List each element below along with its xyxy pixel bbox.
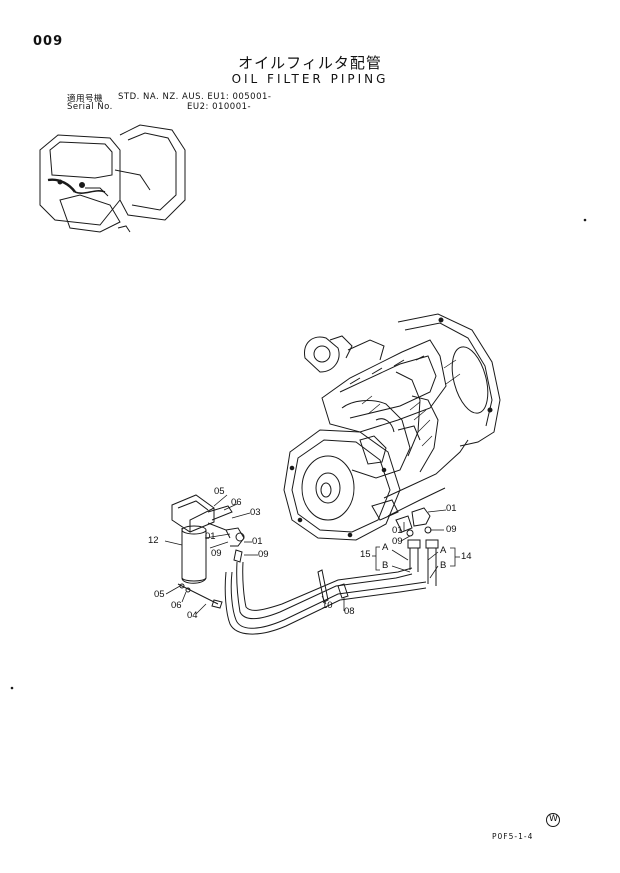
engine-assembly xyxy=(283,313,501,541)
serial-models-line1: STD. NA. NZ. AUS. EU1: 005001- xyxy=(118,92,272,102)
excavator-cab-thumbnail xyxy=(39,124,186,233)
callout-10: 10 xyxy=(322,600,333,611)
serial-label-en: Serial No. xyxy=(67,102,113,112)
callout-12: 12 xyxy=(148,535,159,546)
callout-03: 03 xyxy=(250,507,261,518)
callout-06: 06 xyxy=(171,600,182,611)
document-code: P0F5-1-4 xyxy=(492,832,534,841)
page-number: 009 xyxy=(33,34,64,49)
title-english: OIL FILTER PIPING xyxy=(231,72,389,86)
callout-b: B xyxy=(440,560,447,571)
callout-01: 01 xyxy=(392,525,403,536)
callout-09: 09 xyxy=(446,524,457,535)
callout-a: A xyxy=(382,542,389,553)
callout-15: 15 xyxy=(360,549,371,560)
callout-05: 05 xyxy=(214,486,225,497)
callout-b: B xyxy=(382,560,389,571)
hose-lines xyxy=(224,507,439,635)
callout-14: 14 xyxy=(461,551,472,562)
oil-filter-assembly xyxy=(171,494,245,609)
callout-08: 08 xyxy=(344,606,355,617)
callout-09: 09 xyxy=(392,536,403,547)
callout-01: 01 xyxy=(446,503,457,514)
callout-01: 01 xyxy=(252,536,263,547)
callout-06: 06 xyxy=(231,497,242,508)
leader-lines xyxy=(164,494,460,615)
callout-a: A xyxy=(440,545,447,556)
callout-09: 09 xyxy=(211,548,222,559)
serial-label-jp: 適用号機 xyxy=(67,94,104,104)
wear-mark-circle xyxy=(546,813,560,827)
callout-01: 01 xyxy=(205,531,216,542)
callout-09: 09 xyxy=(258,549,269,560)
wear-mark-letter: W xyxy=(549,814,558,824)
title-japanese: オイルフィルタ配管 xyxy=(238,54,382,72)
serial-models-line2: EU2: 010001- xyxy=(187,102,252,112)
callout-05: 05 xyxy=(154,589,165,600)
callout-04: 04 xyxy=(187,610,198,621)
